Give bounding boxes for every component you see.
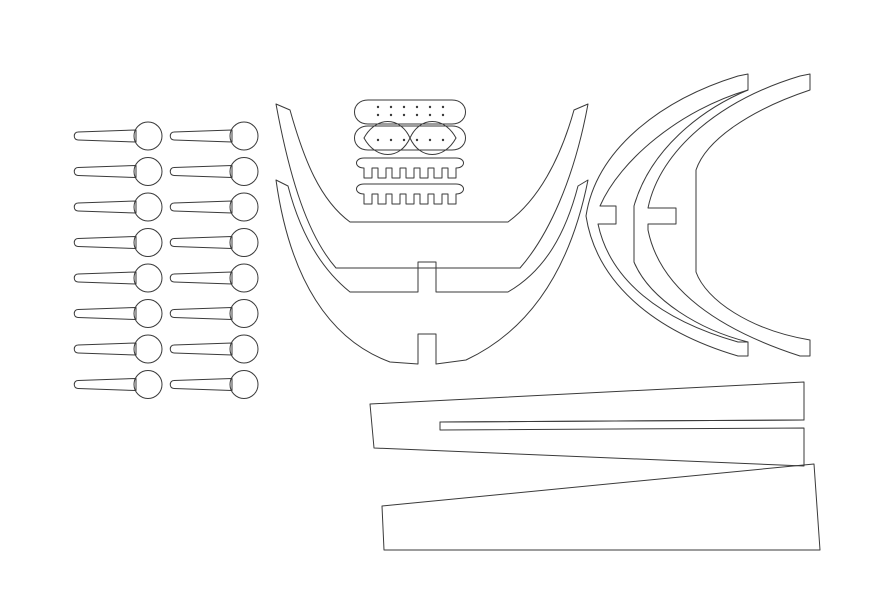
hub-dot (376, 138, 380, 142)
hub-comb-plate (356, 157, 464, 179)
u-rib-top (275, 103, 589, 269)
pin-stem (169, 271, 233, 285)
hub-plate-1 (354, 99, 466, 125)
pin-stem (73, 307, 137, 320)
pin-stem (73, 236, 137, 249)
pin-head (133, 192, 163, 222)
pin-head (229, 228, 259, 257)
pin-stem (169, 378, 233, 391)
pin-head (133, 334, 163, 364)
hub-dot (402, 113, 406, 117)
pin-stem (73, 342, 137, 356)
hub-dot (389, 105, 393, 109)
pin-head (133, 263, 163, 293)
strip-bottom (381, 463, 821, 551)
pin-head (229, 263, 259, 293)
pin-stem (73, 165, 137, 178)
pin-stem (169, 165, 233, 178)
hub-dot (402, 138, 406, 142)
comb-outline (356, 183, 464, 205)
pin-stem (73, 129, 137, 143)
hub-dot (376, 105, 380, 109)
pin-stem (73, 200, 137, 214)
hub-dot (428, 105, 432, 109)
pin-head (133, 370, 163, 399)
pin-head (229, 121, 259, 151)
comb-outline (356, 157, 464, 179)
pin-stem (169, 236, 233, 249)
hub-dot (428, 113, 432, 117)
hub-dot (441, 138, 445, 142)
hub-plate-2 (354, 125, 466, 151)
pin-head (133, 121, 163, 151)
pin-head (229, 370, 259, 399)
pin-stem (169, 129, 233, 143)
hub-dots (376, 105, 445, 142)
pin-head (229, 157, 259, 186)
hub-dot (441, 113, 445, 117)
arm-outer-right (647, 73, 811, 357)
pin-head (133, 299, 163, 328)
hub-dot (415, 138, 419, 142)
pin-stem (169, 307, 233, 320)
strip-top (369, 381, 805, 467)
hub-dot (389, 138, 393, 142)
hub-comb-plate (356, 183, 464, 205)
pin-stem (169, 342, 233, 356)
arm-outer-left (585, 73, 749, 357)
hub-dot (428, 138, 432, 142)
pin-stem (73, 271, 137, 285)
pin-head (229, 334, 259, 364)
hub-plate-2-lobes-lower (363, 121, 457, 155)
hub-dot (402, 105, 406, 109)
pin-head (133, 157, 163, 186)
pin-head (133, 228, 163, 257)
hub-dot (415, 113, 419, 117)
pin-stem (73, 378, 137, 391)
pin-pieces (73, 121, 259, 399)
hub-plates (354, 99, 466, 205)
hub-dot (441, 105, 445, 109)
strip-inner-slot (439, 419, 805, 423)
hub-dot (376, 113, 380, 117)
pin-stem (169, 200, 233, 214)
u-ribs (275, 103, 589, 365)
pin-head (229, 192, 259, 222)
hub-dot (415, 105, 419, 109)
curved-arms (585, 73, 811, 357)
pin-head (229, 299, 259, 328)
arm-inner-left (633, 89, 749, 343)
hub-dot (389, 113, 393, 117)
u-rib-middle (275, 179, 589, 365)
tapered-strips (369, 381, 821, 551)
